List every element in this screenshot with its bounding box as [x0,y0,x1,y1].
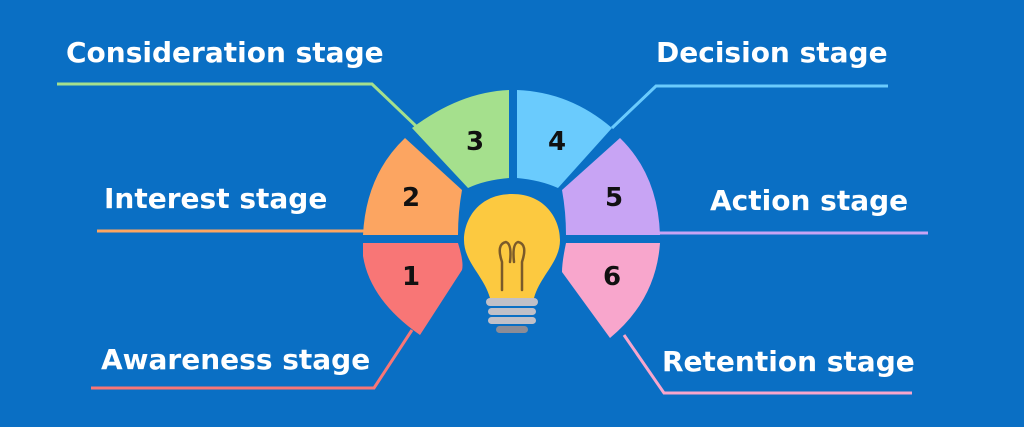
lightbulb-icon [464,194,560,333]
segment-6 [562,243,660,338]
stage-number-6: 6 [603,262,621,292]
stage-label-action: Action stage [710,184,909,217]
leader-line-awareness [91,329,414,390]
stage-number-3: 3 [466,127,484,157]
segment-5 [562,138,660,235]
segment-2 [363,138,462,235]
stage-number-4: 4 [548,127,566,157]
stage-number-2: 2 [402,183,420,213]
segment-3 [412,90,509,188]
stage-label-awareness: Awareness stage [101,343,371,376]
stage-label-decision: Decision stage [656,36,888,69]
leader-line-retention [622,334,912,395]
stage-label-retention: Retention stage [662,345,915,378]
stage-number-5: 5 [605,183,623,213]
leader-line-decision [610,84,888,130]
stage-label-interest: Interest stage [104,182,328,215]
leader-line-consideration [57,82,420,130]
stage-number-1: 1 [402,262,420,292]
segment-4 [517,90,612,188]
segment-1 [363,243,463,335]
stage-label-consideration: Consideration stage [66,36,384,69]
